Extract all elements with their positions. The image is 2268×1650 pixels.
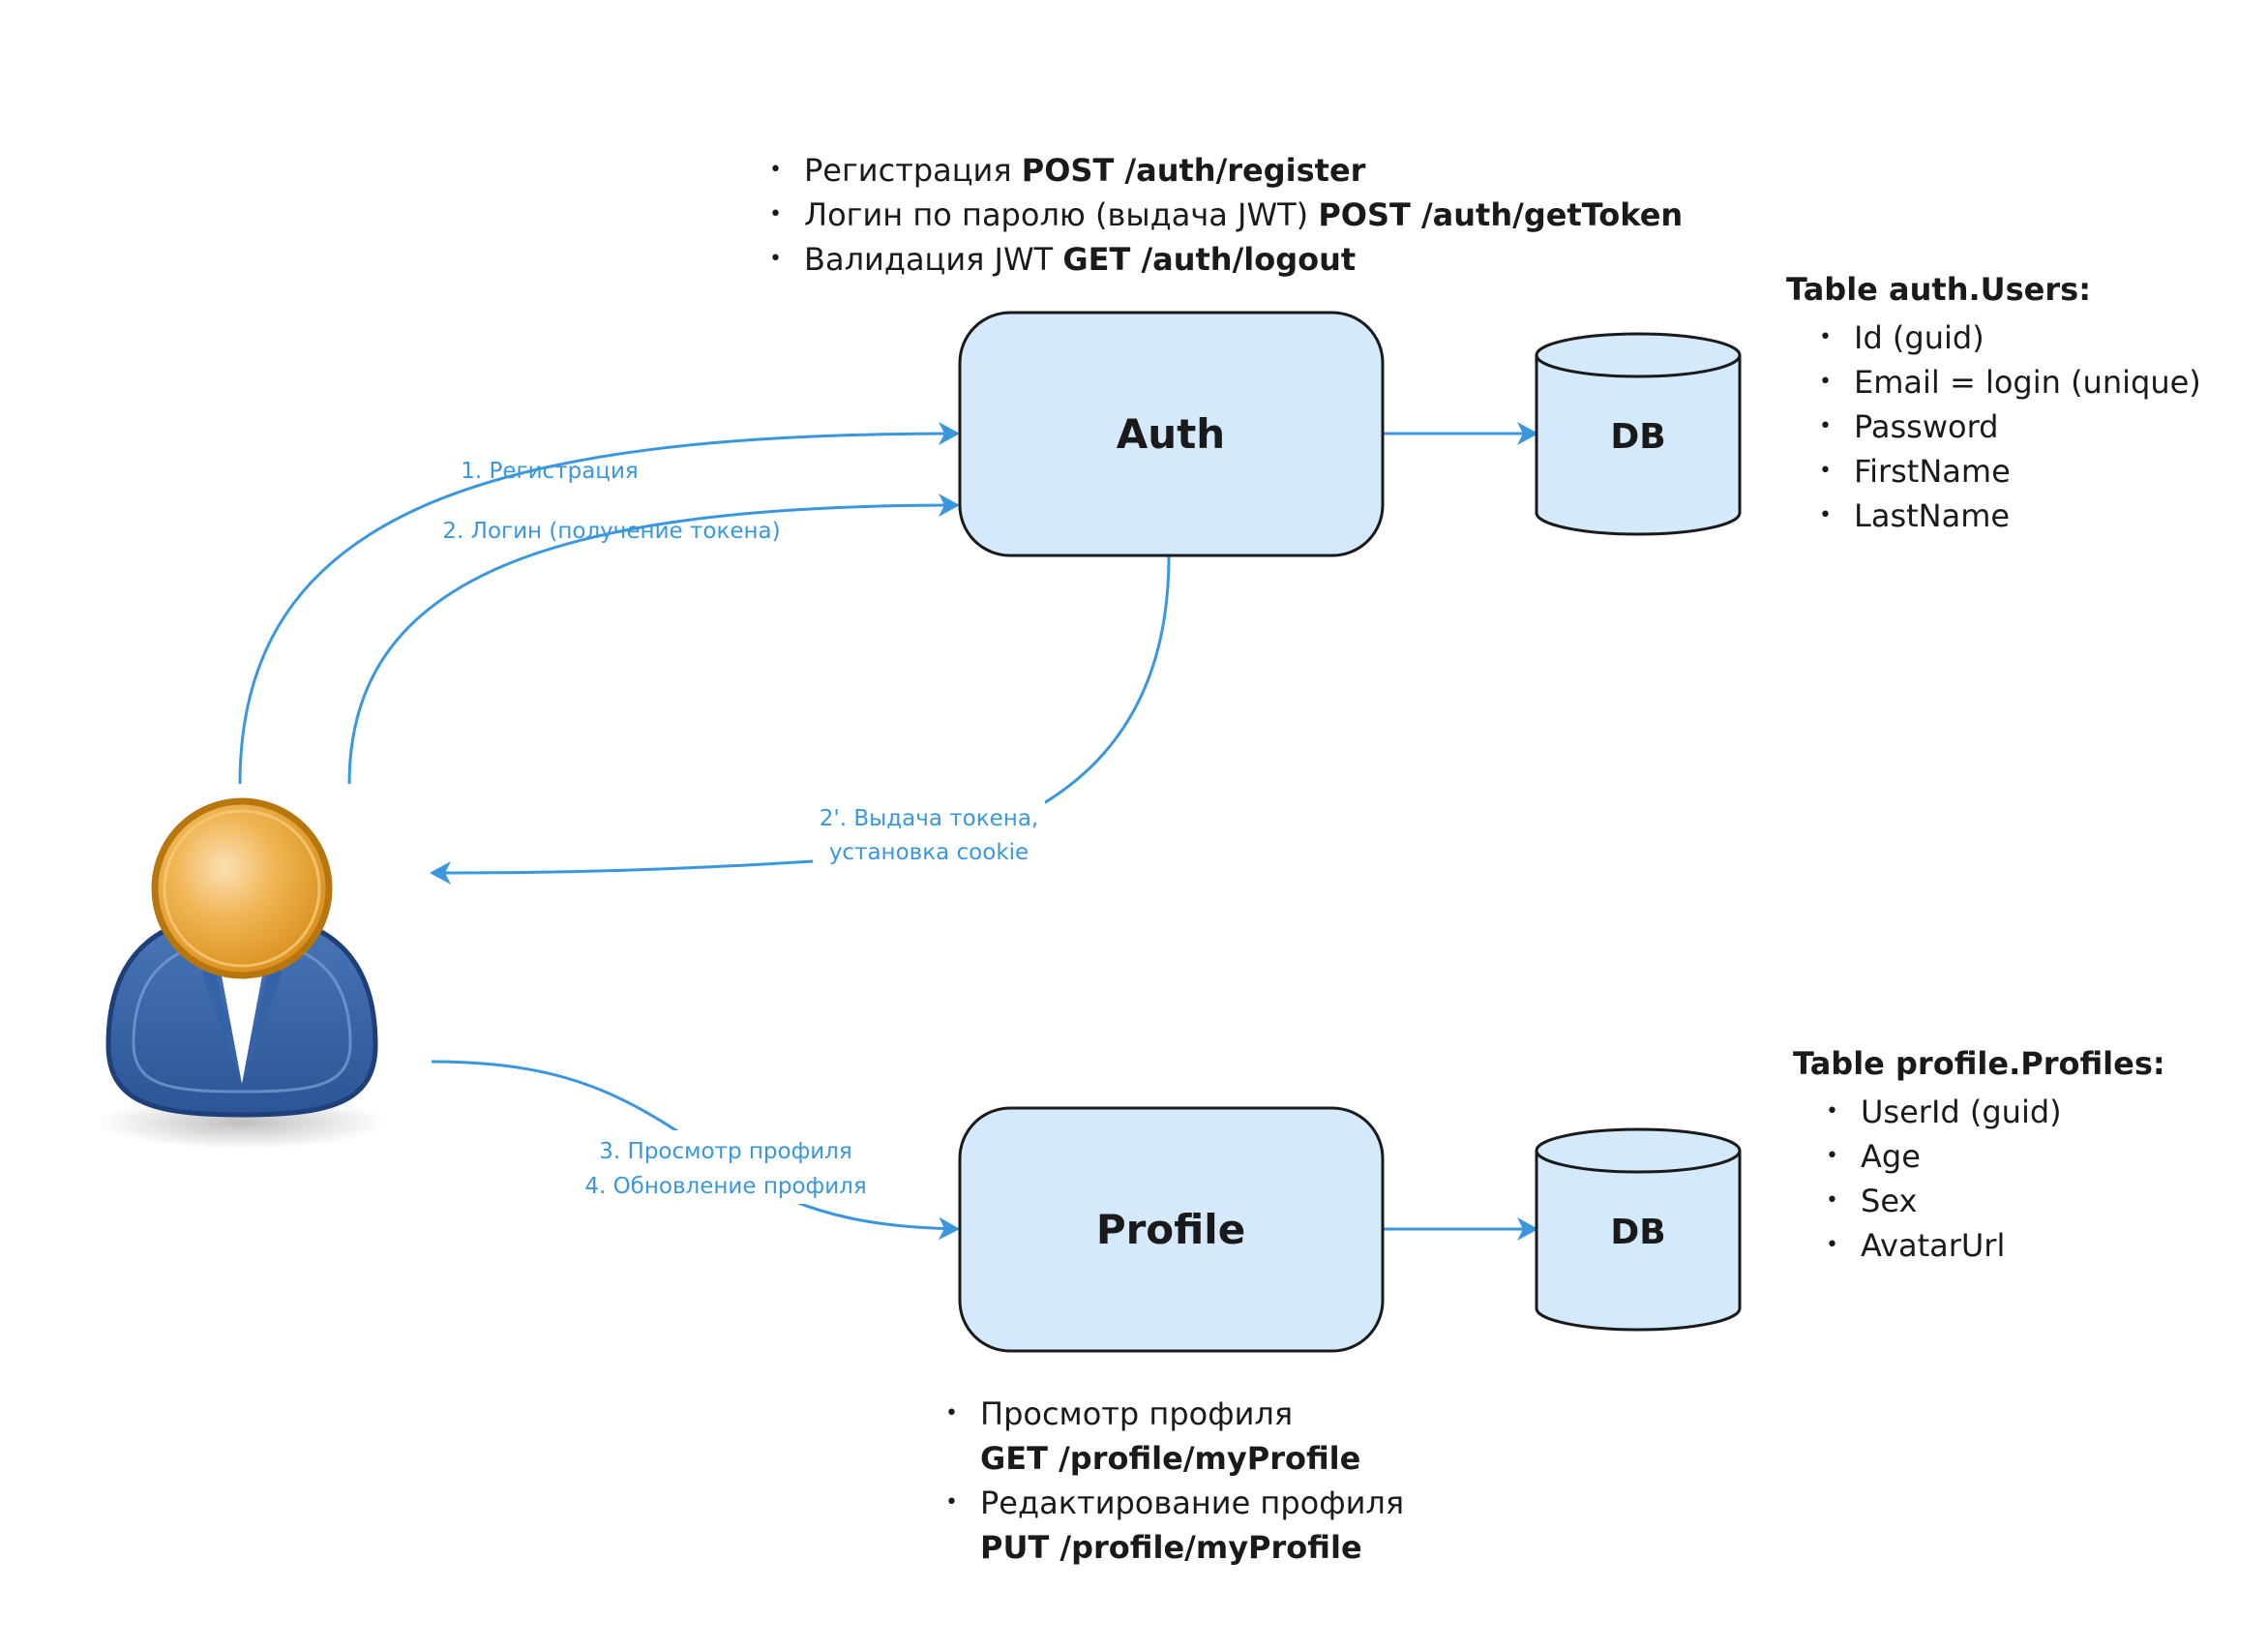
auth-db-label: DB [1610, 417, 1665, 457]
table-field: Age [1826, 1134, 2062, 1179]
endpoint-route: POST /auth/register [1021, 152, 1366, 189]
endpoint-route: GET /profile/myProfile [980, 1440, 1361, 1477]
table-field: FirstName [1819, 449, 2201, 494]
table-field: Sex [1826, 1179, 2062, 1223]
endpoint-description: Логин по паролю (выдача JWT) [804, 196, 1319, 233]
endpoint-description: Валидация JWT [804, 241, 1063, 278]
endpoint-route: POST /auth/getToken [1318, 196, 1684, 233]
edge-label-view-profile: 3. Просмотр профиля [599, 1139, 851, 1164]
endpoint-route: PUT /profile/myProfile [980, 1529, 1362, 1566]
auth-service-node[interactable]: Auth [958, 311, 1385, 557]
table-field: Id (guid) [1819, 315, 2201, 360]
profiles-table-title: Table profile.Profiles: [1793, 1045, 2165, 1082]
endpoint-description: Просмотр профиля [980, 1395, 1294, 1432]
profile-db-node[interactable]: DB [1535, 1127, 1742, 1332]
edge-label-login: 2. Логин (получение токена) [442, 519, 780, 544]
profile-service-label: Profile [1096, 1206, 1245, 1253]
endpoint-description: Редактирование профиля [980, 1485, 1405, 1521]
edge-register [238, 422, 960, 785]
users-table-title: Table auth.Users: [1786, 271, 2091, 308]
table-field: AvatarUrl [1826, 1223, 2062, 1268]
edge-login [347, 494, 960, 785]
auth-endpoints-list: Регистрация POST /auth/register Логин по… [769, 148, 1683, 282]
edge-label-token-line2: установка cookie [829, 840, 1029, 865]
endpoint-route: GET /auth/logout [1062, 241, 1357, 278]
auth-endpoint-item: Регистрация POST /auth/register [769, 148, 1683, 193]
endpoint-description: Регистрация [804, 152, 1022, 189]
auth-db-node[interactable]: DB [1535, 332, 1742, 536]
table-field: LastName [1819, 494, 2201, 538]
auth-endpoint-item: Валидация JWT GET /auth/logout [769, 237, 1683, 282]
profile-db-label: DB [1610, 1213, 1665, 1252]
table-field: Email = login (unique) [1819, 360, 2201, 405]
edge-label-update-profile: 4. Обновление профиля [584, 1174, 866, 1199]
table-field: UserId (guid) [1826, 1090, 2062, 1134]
edge-label-token-line1: 2'. Выдача токена, [820, 806, 1038, 831]
user-icon [97, 797, 387, 1150]
edge-token-issue [430, 555, 1171, 885]
users-table-fields: Id (guid) Email = login (unique) Passwor… [1819, 315, 2201, 538]
profiles-table-fields: UserId (guid) Age Sex AvatarUrl [1826, 1090, 2062, 1268]
table-field: Password [1819, 405, 2201, 449]
edge-label-register: 1. Регистрация [461, 459, 638, 484]
auth-endpoint-item: Логин по паролю (выдача JWT) POST /auth/… [769, 193, 1683, 237]
auth-service-label: Auth [1117, 410, 1225, 458]
profile-service-node[interactable]: Profile [958, 1106, 1385, 1353]
